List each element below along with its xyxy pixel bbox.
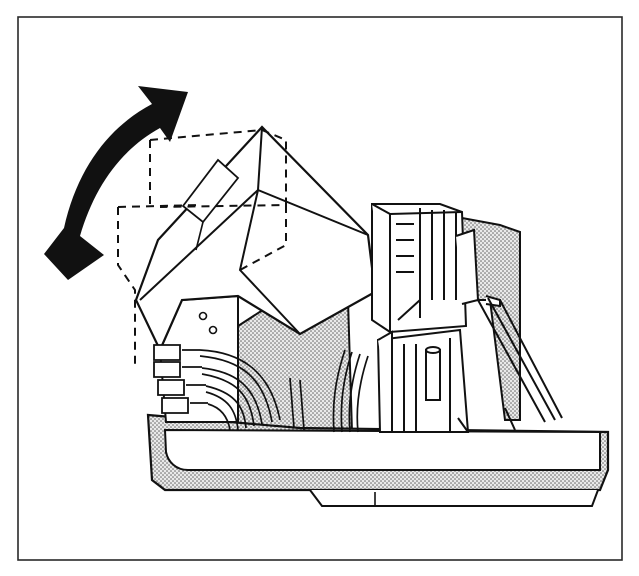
figure-frame bbox=[17, 16, 623, 561]
tilted-position-outline bbox=[117, 128, 287, 368]
wire-connectors bbox=[153, 344, 208, 414]
support-rods bbox=[457, 297, 563, 433]
tray-base bbox=[146, 413, 610, 507]
curved-double-arrow-icon bbox=[44, 86, 188, 280]
relay-strip bbox=[371, 203, 468, 334]
connector-housing bbox=[376, 228, 501, 433]
tilting-module bbox=[134, 125, 377, 353]
wire-harness bbox=[199, 349, 369, 433]
